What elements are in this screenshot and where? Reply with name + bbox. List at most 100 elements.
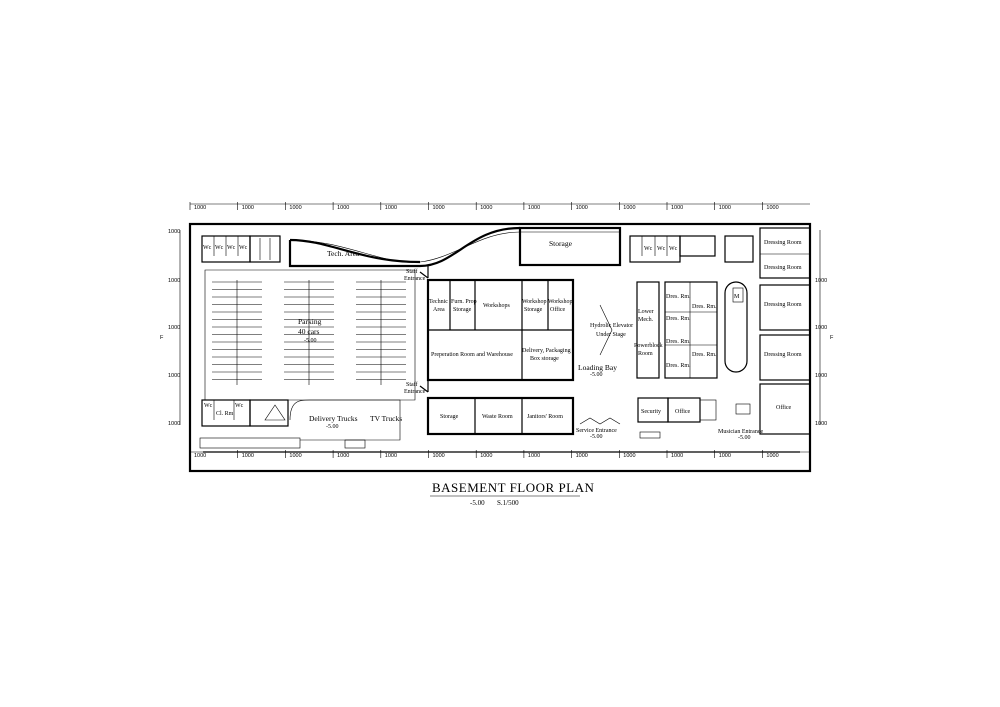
preperation-label: Preperation Room and Warehouse: [431, 352, 513, 358]
tech-area-label: Tech. Area: [327, 249, 360, 258]
top-dim-2: 1000: [289, 205, 301, 211]
top-dim-0: 1000: [194, 205, 206, 211]
parking-area: Parking 40 cars -5.00: [204, 269, 416, 401]
delivery-trucks-level: -5.00: [326, 424, 339, 430]
dressing-block-middle: Lower Mech. Powerblock Room Dres. Rm. Dr…: [634, 281, 718, 379]
top-dimension-line: 1000 1000 1000 1000 1000 1000 1000 1000 1000 1000…: [189, 202, 810, 211]
central-block: Technic Area Furn. Prop Storage Workshop…: [426, 278, 575, 382]
workshop-storage-label-1: Workshop: [522, 299, 547, 305]
staff-entrance-1-label: Staff: [406, 268, 418, 275]
top-dim-1: 1000: [242, 205, 254, 211]
technic-area-label-2: Area: [433, 307, 445, 313]
top-dim-10: 1000: [671, 205, 683, 211]
top-dim-6: 1000: [480, 205, 492, 211]
wc-block-top-right: Wc Wc Wc: [629, 235, 754, 263]
bottom-dim-0: 1000: [194, 453, 206, 459]
workshop-storage-label-2: Storage: [524, 307, 543, 313]
service-entrance-level: -5.00: [590, 434, 603, 440]
top-dim-7: 1000: [528, 205, 540, 211]
dim-right-3: 1000: [815, 421, 827, 427]
office-right-room: Office: [759, 383, 811, 435]
drawing-scale: S.1/500: [497, 499, 519, 507]
grid-label-left: F: [160, 335, 164, 341]
right-dimension-line: 1000 1000 1000 1000 F: [815, 230, 834, 427]
tech-area-block: Tech. Area Storage: [288, 226, 622, 268]
storage-top-label: Storage: [549, 239, 573, 248]
musician-entrance: Musician Entrance -5.00: [718, 403, 763, 441]
dres-rm-label-6: Dres. Rm.: [666, 363, 691, 369]
delivery-trucks-label: Delivery Trucks: [309, 414, 358, 423]
loading-bay-level: -5.00: [590, 372, 603, 378]
bottom-dim-2: 1000: [289, 453, 301, 459]
storage-bottom-label: Storage: [440, 414, 459, 420]
bottom-central-row: Storage Waste Room Janitors' Room: [426, 396, 575, 436]
drawing-level: -5.00: [470, 499, 485, 507]
office-mid-label: Office: [675, 408, 691, 415]
wc-label-3: Wc: [227, 245, 236, 251]
cl-rm-label: Cl. Rm: [216, 411, 234, 417]
bottom-dimension-line: 1000 1000 1000 1000 1000 1000 1000 1000 1000 1000…: [189, 450, 810, 459]
bottom-dim-3: 1000: [337, 453, 349, 459]
security-office-block: Security Office: [637, 397, 717, 423]
office-right-label: Office: [776, 404, 792, 411]
service-entrance: Service Entrance -5.00: [576, 417, 661, 440]
bottom-dim-8: 1000: [576, 453, 588, 459]
waste-room-label: Waste Room: [482, 414, 513, 420]
service-entrance-label: Service Entrance: [576, 428, 617, 434]
workshops-label: Workshops: [483, 303, 511, 309]
bottom-dim-6: 1000: [480, 453, 492, 459]
bottom-dim-7: 1000: [528, 453, 540, 459]
top-dim-11: 1000: [719, 205, 731, 211]
bottom-dim-11: 1000: [719, 453, 731, 459]
dim-right-2: 1000: [815, 373, 827, 379]
top-dim-5: 1000: [433, 205, 445, 211]
lower-mech-label-1: Lower: [638, 309, 654, 315]
bottom-dim-9: 1000: [623, 453, 635, 459]
wc-label-2: Wc: [215, 245, 224, 251]
furn-prop-label-1: Furn. Prop: [451, 299, 477, 305]
top-dim-8: 1000: [576, 205, 588, 211]
dressing-block-right: Dressing Room Dressing Room Dressing Roo…: [759, 227, 811, 381]
delivery-packaging-label-1: Delivery, Packaging: [522, 348, 571, 354]
security-label: Security: [641, 409, 661, 415]
dres-rm-label-1: Dres. Rm.: [666, 294, 691, 300]
bottom-dim-5: 1000: [433, 453, 445, 459]
dres-rm-label-3: Dres. Rm.: [666, 316, 691, 322]
drawing-title: BASEMENT FLOOR PLAN: [432, 480, 595, 495]
technic-area-label-1: Technic: [429, 299, 448, 305]
parking-level-label: -5.00: [304, 338, 317, 344]
dres-rm-label-4: Dres. Rm.: [666, 339, 691, 345]
dim-left-4: 1000: [168, 421, 180, 427]
truck-bay: Delivery Trucks -5.00 TV Trucks: [199, 399, 402, 449]
janitors-label: Janitors' Room: [527, 414, 563, 420]
bottom-dim-12: 1000: [766, 453, 778, 459]
dim-left-2: 1000: [168, 325, 180, 331]
furn-prop-label-2: Storage: [453, 307, 472, 313]
dressing-room-label-3: Dressing Room: [764, 302, 802, 308]
top-dim-3: 1000: [337, 205, 349, 211]
left-dimension-line: 1000 1000 1000 1000 1000 F: [160, 229, 181, 427]
workshop-office-label-2: Office: [550, 306, 566, 313]
wc-block-top-left: Wc Wc Wc Wc: [201, 235, 281, 263]
wc-block-bottom-left: Wc Cl. Rm Wc: [201, 399, 289, 427]
workshop-office-label-1: Workshop: [548, 299, 573, 305]
bottom-dim-1: 1000: [242, 453, 254, 459]
wc-label-4: Wc: [239, 245, 248, 251]
loading-bay: Hydrolic Elevator Under Stage Loading Ba…: [578, 304, 633, 378]
powerblock-label-1: Powerblock: [634, 343, 663, 349]
powerblock-label-2: Room: [638, 351, 653, 357]
loading-bay-label: Loading Bay: [578, 363, 617, 372]
dim-right-1: 1000: [815, 325, 827, 331]
staff-entrance-bottom: Staff Entrance: [404, 380, 429, 395]
oval-lift: M: [724, 281, 748, 373]
bottom-dim-4: 1000: [385, 453, 397, 459]
dim-right-0: 1000: [815, 278, 827, 284]
dim-left-0: 1000: [168, 229, 180, 235]
drawing-title-block: BASEMENT FLOOR PLAN -5.00 S.1/500: [430, 480, 595, 507]
musician-entrance-level: -5.00: [738, 435, 751, 441]
wc-label-1: Wc: [203, 245, 212, 251]
wc-label-7: Wc: [644, 246, 653, 252]
staff-entrance-2-label: Staff: [406, 381, 418, 388]
wc-label-8: Wc: [657, 246, 666, 252]
